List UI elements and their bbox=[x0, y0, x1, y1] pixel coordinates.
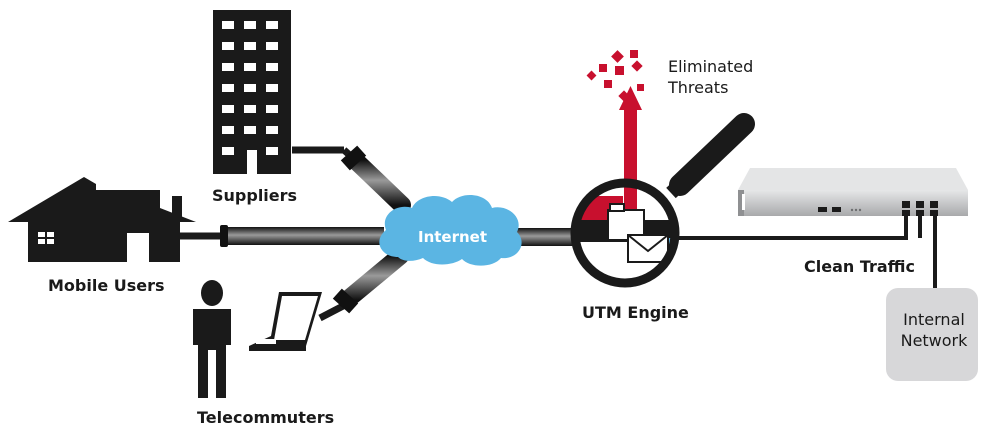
threat-arrow bbox=[619, 86, 642, 202]
clean-traffic-label: Clean Traffic bbox=[804, 257, 916, 276]
eliminated-threats-line-1: Eliminated bbox=[668, 57, 754, 76]
house-icon bbox=[8, 177, 196, 262]
person-icon bbox=[193, 280, 231, 398]
telecommuters-label: Telecommuters bbox=[197, 408, 335, 427]
eliminated-threats-label: Eliminated Threats bbox=[668, 56, 753, 98]
internal-link-line bbox=[918, 214, 937, 290]
suppliers-label: Suppliers bbox=[212, 186, 298, 205]
internal-network-label: Internal Network bbox=[886, 309, 982, 351]
internal-network-box bbox=[886, 288, 978, 381]
cloud-icon bbox=[379, 195, 522, 266]
clean-traffic-line bbox=[677, 210, 908, 240]
suppliers-tube bbox=[292, 145, 411, 214]
magnifier-icon bbox=[570, 113, 755, 288]
telecommuters-tube bbox=[318, 247, 409, 322]
internet-to-utm-tube bbox=[505, 228, 583, 246]
threat-fragments-icon bbox=[586, 50, 644, 102]
mobile-users-tube bbox=[180, 225, 384, 247]
internal-network-line-2: Network bbox=[900, 331, 968, 350]
internet-label: Internet bbox=[418, 228, 488, 246]
utm-engine-label: UTM Engine bbox=[582, 303, 689, 322]
office-building-icon bbox=[213, 10, 291, 174]
laptop-icon bbox=[249, 292, 322, 351]
server-appliance-icon bbox=[738, 168, 968, 216]
envelope-icon bbox=[627, 234, 669, 263]
mobile-users-label: Mobile Users bbox=[48, 276, 165, 295]
eliminated-threats-line-2: Threats bbox=[668, 78, 729, 97]
internal-network-line-1: Internal bbox=[903, 310, 965, 329]
